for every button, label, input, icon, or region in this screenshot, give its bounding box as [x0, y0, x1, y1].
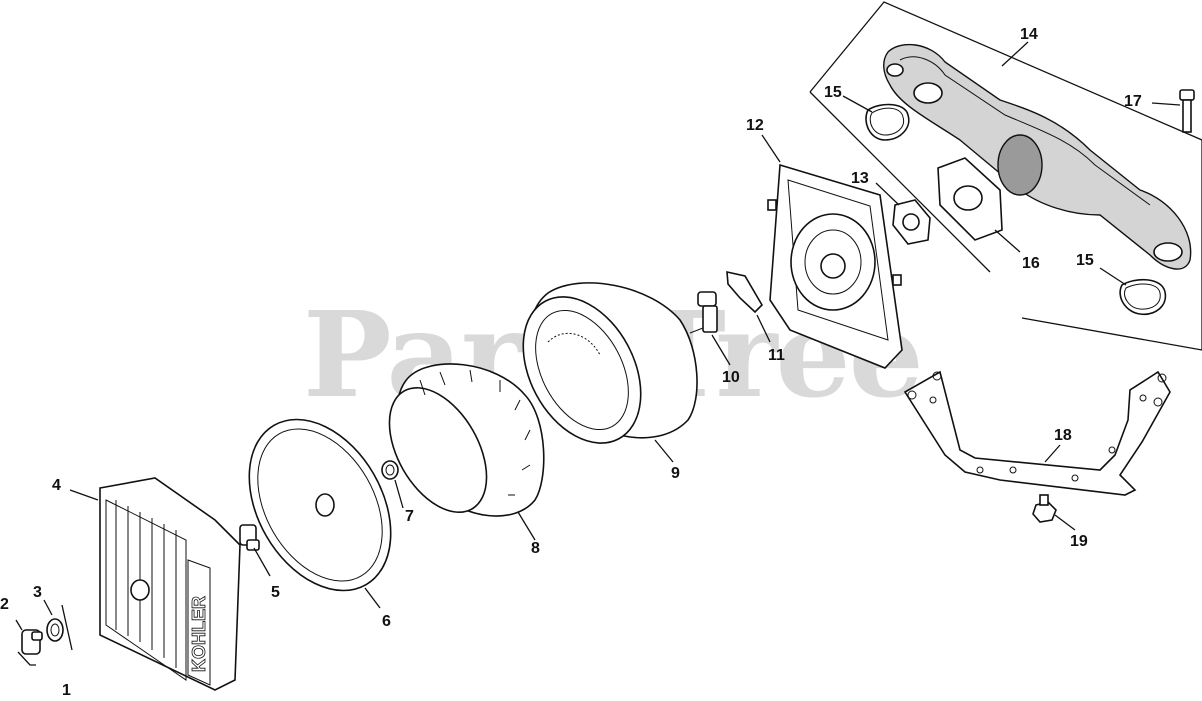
- callout-1: 1: [62, 682, 71, 699]
- callout-labels: 1 2 3 4 5 6 7 8 9 10 11 12 13 14 15 15 1…: [0, 26, 1142, 699]
- bracket-11: [726, 270, 764, 314]
- callout-14: 14: [1020, 26, 1038, 43]
- wing-nut-5: [239, 524, 260, 551]
- callout-5: 5: [271, 584, 280, 601]
- gasket-16: [937, 157, 1003, 241]
- callout-12: 12: [746, 117, 764, 134]
- filter-cover-6: [248, 418, 392, 592]
- callout-18: 18: [1054, 427, 1072, 444]
- air-cleaner-base-12: [767, 163, 903, 369]
- brand-label: KOHLER: [189, 596, 209, 672]
- callout-7: 7: [405, 508, 414, 525]
- leader-lines: [69, 41, 1181, 609]
- callout-8: 8: [531, 540, 540, 557]
- callout-16: 16: [1022, 255, 1040, 272]
- breather-10: [689, 291, 718, 334]
- air-filter-9: [522, 282, 698, 444]
- spacer-7: [381, 460, 399, 480]
- part-14-intake-manifold: [809, 1, 1202, 351]
- callout-3: 3: [33, 584, 42, 601]
- bolt-19: [1032, 494, 1057, 523]
- air-cleaner-cover-4: KOHLER: [99, 477, 241, 691]
- callout-19: 19: [1070, 533, 1088, 550]
- callout-11: 11: [768, 347, 785, 364]
- callout-17: 17: [1124, 93, 1142, 110]
- washer-3: [46, 618, 64, 642]
- callout-9: 9: [671, 465, 680, 482]
- callout-2: 2: [0, 596, 9, 613]
- knob-2: [21, 629, 43, 655]
- callout-13: 13: [851, 170, 869, 187]
- pre-cleaner-8: [388, 363, 545, 517]
- bolt-17: [1179, 89, 1195, 133]
- gasket-13: [892, 199, 931, 245]
- callout-15-upper: 15: [824, 84, 842, 101]
- callout-6: 6: [382, 613, 391, 630]
- callout-15-lower: 15: [1076, 252, 1094, 269]
- bracket-18: [903, 370, 1171, 496]
- callout-10: 10: [722, 369, 740, 386]
- callout-4: 4: [52, 477, 61, 494]
